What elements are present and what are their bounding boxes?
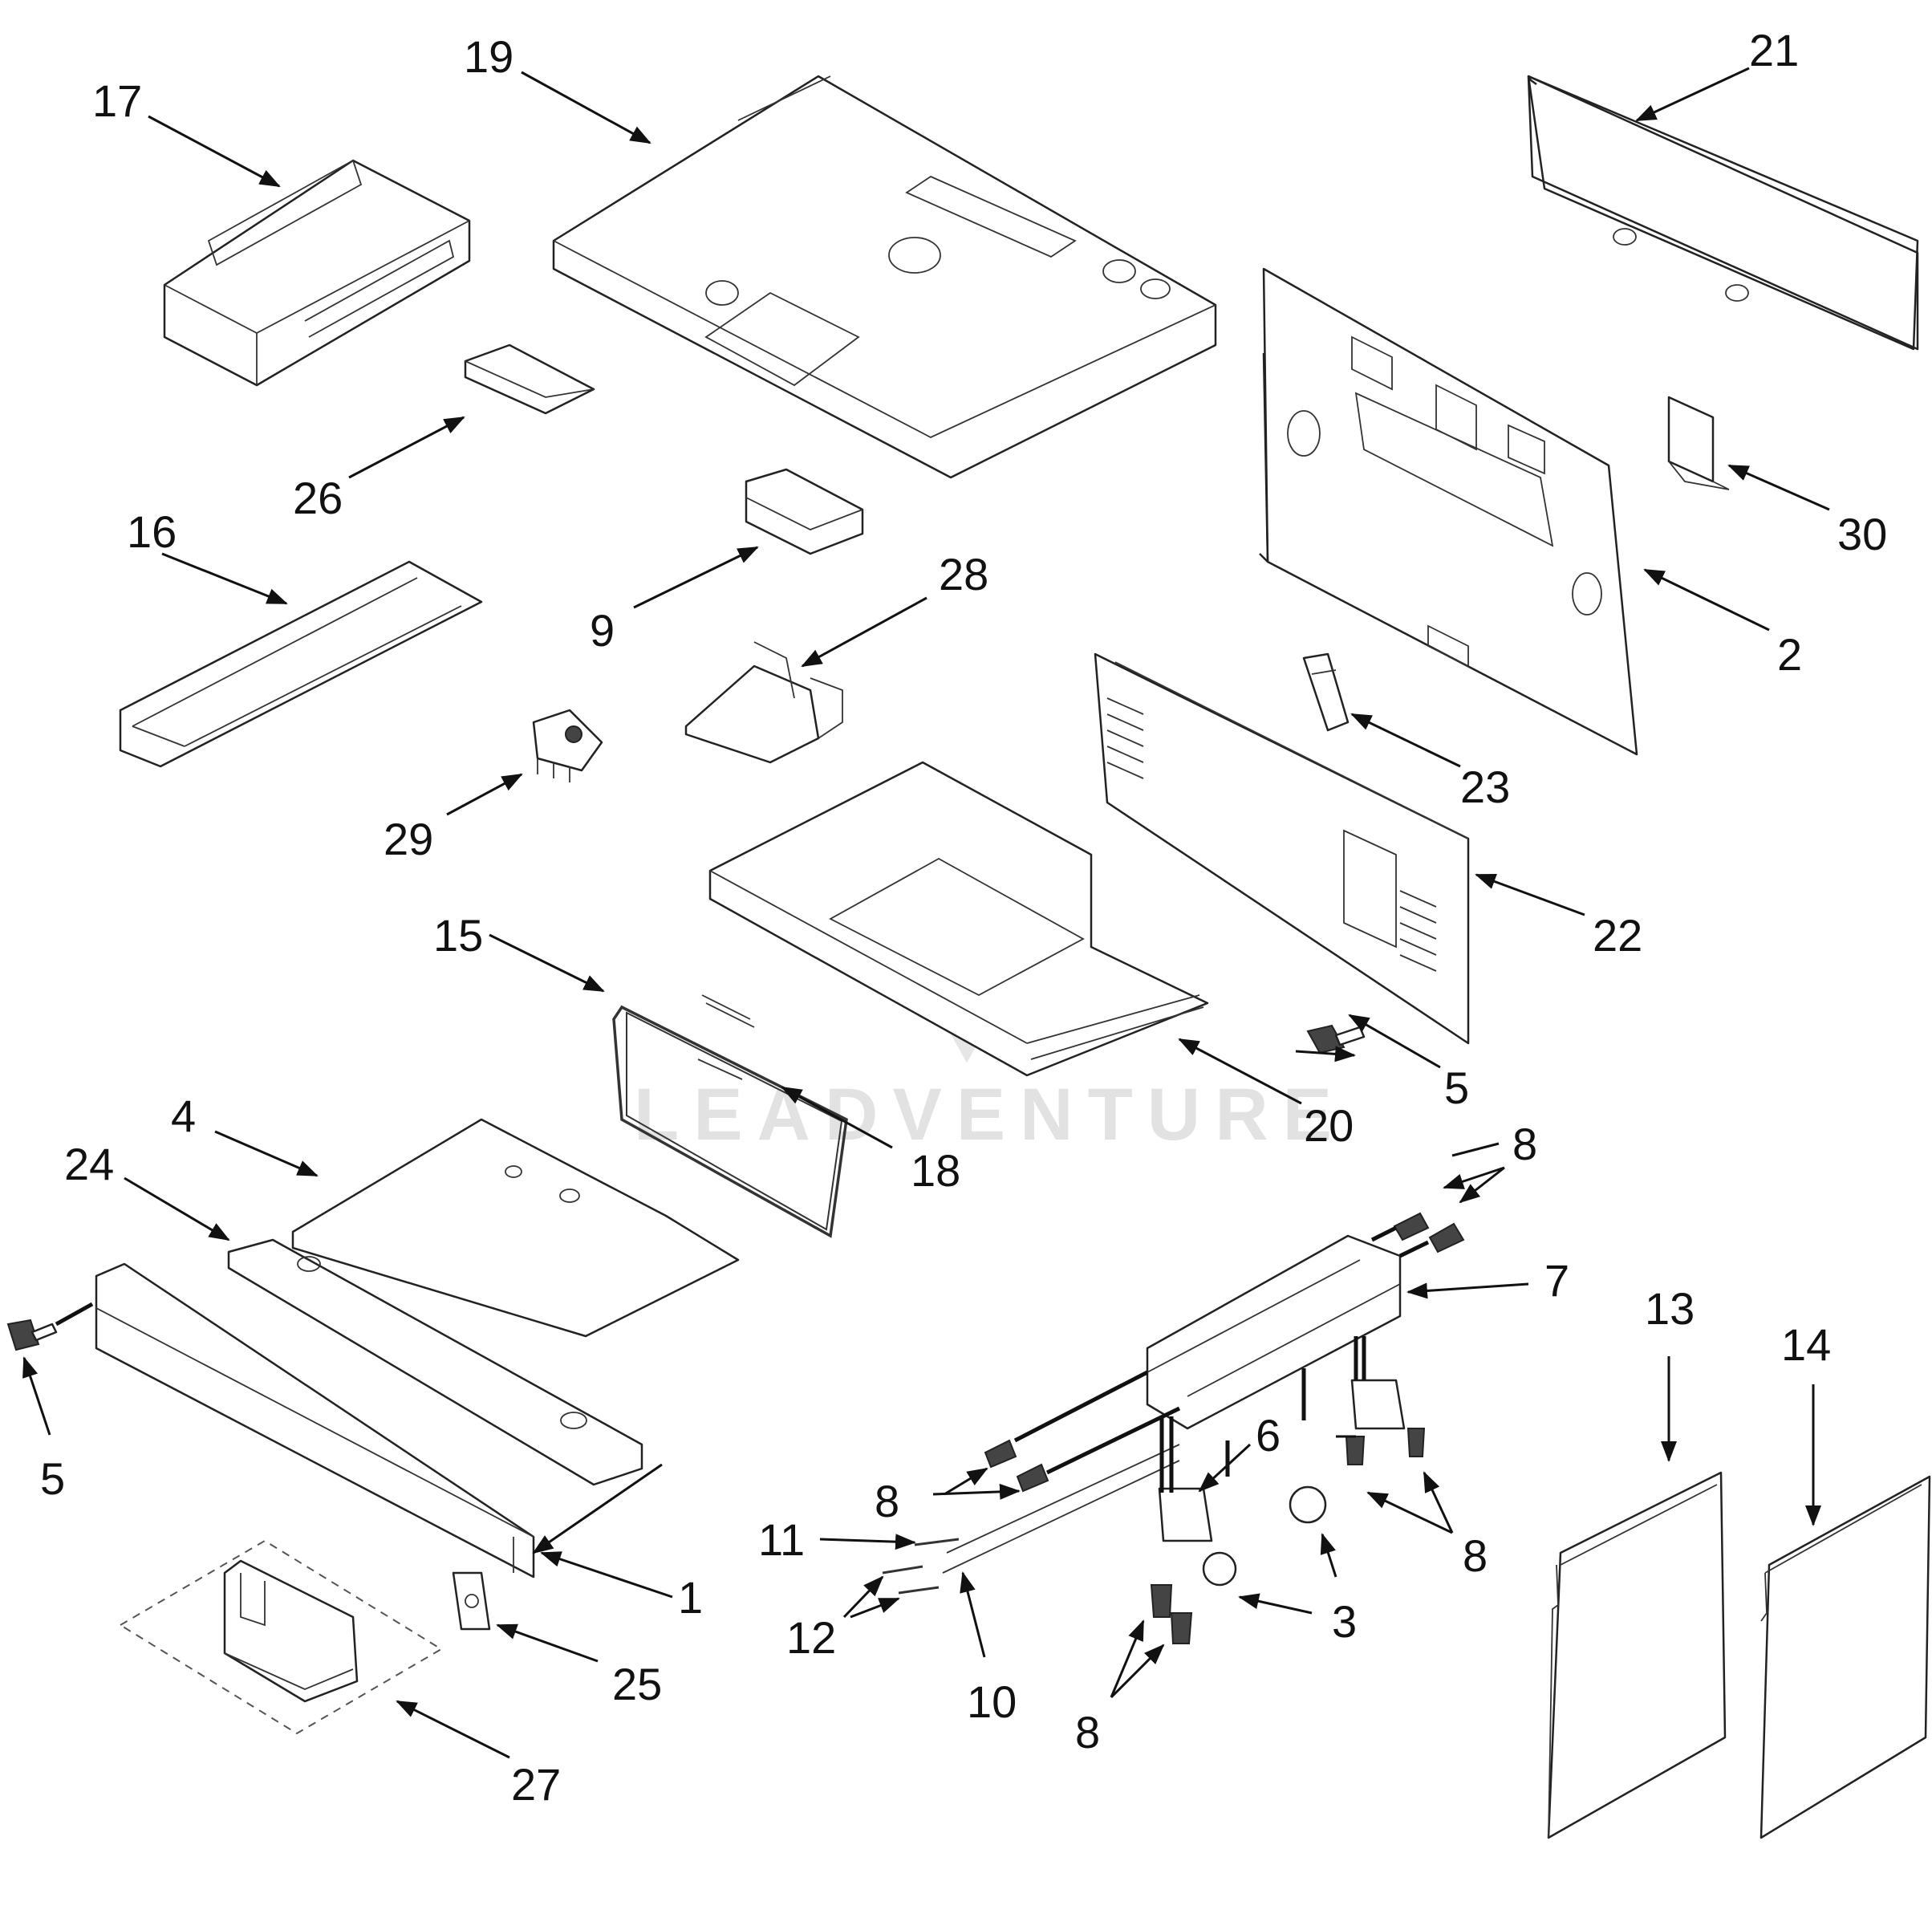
- callout-5-right: 5: [1444, 1063, 1469, 1113]
- leader-arrows: [22, 67, 1830, 1759]
- callout-23: 23: [1460, 762, 1510, 812]
- callout-25: 25: [612, 1659, 662, 1709]
- part-8-screw-mid-a: [984, 1439, 1017, 1469]
- part-8-screw-low-a: [1150, 1584, 1173, 1618]
- part-1-front-rail: [95, 1262, 535, 1579]
- watermark-text: LEADVENTURE: [634, 1074, 1346, 1156]
- part-8-screw-top-a: [1393, 1212, 1430, 1241]
- callout-9: 9: [590, 605, 615, 656]
- part-9-bracket: [745, 468, 864, 555]
- callout-26: 26: [293, 473, 343, 523]
- callout-8-top: 8: [1512, 1119, 1537, 1169]
- part-8-screw-mid-b: [1016, 1463, 1049, 1493]
- callout-16: 16: [127, 506, 177, 557]
- part-18-clip: [697, 994, 755, 1080]
- callout-4: 4: [171, 1091, 196, 1141]
- part-28-bracket: [684, 641, 843, 764]
- part-22-front-panel: [1094, 652, 1470, 1045]
- part-27-box: [119, 1539, 443, 1735]
- callout-2: 2: [1777, 629, 1802, 680]
- part-12-pin: [882, 1565, 940, 1595]
- callout-8-mid: 8: [875, 1476, 899, 1526]
- part-21-back-sheet: [1527, 75, 1919, 351]
- assembly-axis-lines: [55, 1225, 1430, 1493]
- callout-21: 21: [1749, 25, 1799, 75]
- part-11-pin: [914, 1538, 960, 1546]
- part-26-bracket: [464, 343, 595, 415]
- part-23-clip: [1302, 652, 1350, 732]
- part-8-screw-right-a: [1345, 1436, 1366, 1465]
- part-20-drawer: [708, 761, 1209, 1077]
- part-2-rear-panel: [1259, 267, 1638, 756]
- part-5-screw-left: [6, 1319, 58, 1351]
- part-5-screw-right: [1306, 1024, 1366, 1054]
- part-8-screw-right-b: [1406, 1428, 1426, 1457]
- callout-28: 28: [939, 549, 988, 599]
- callout-18: 18: [911, 1145, 960, 1196]
- callout-29: 29: [384, 814, 433, 864]
- callout-14: 14: [1781, 1319, 1831, 1370]
- callout-22: 22: [1593, 910, 1642, 961]
- callout-5-left: 5: [40, 1453, 65, 1504]
- callout-19: 19: [464, 31, 513, 82]
- callout-7: 7: [1544, 1255, 1569, 1306]
- callout-30: 30: [1837, 509, 1887, 559]
- part-14-side-panel: [1760, 1475, 1931, 1839]
- callout-8-bottom: 8: [1075, 1707, 1100, 1757]
- callout-1: 1: [678, 1572, 703, 1623]
- callout-3: 3: [1332, 1596, 1357, 1647]
- callout-15: 15: [433, 910, 483, 961]
- part-3-switch: [1202, 1485, 1327, 1587]
- callout-13: 13: [1645, 1283, 1695, 1334]
- part-16-channel: [119, 560, 483, 768]
- leadventure-watermark: LEADVENTURE: [634, 779, 1346, 1156]
- callout-8-right: 8: [1463, 1530, 1488, 1581]
- part-7-bracket-assembly: [1146, 1234, 1402, 1430]
- part-8-screw-low-b: [1170, 1612, 1193, 1644]
- part-19-top-panel: [552, 75, 1217, 479]
- part-25-bracket: [452, 1571, 491, 1631]
- part-30-plate: [1667, 396, 1730, 490]
- callout-11: 11: [758, 1514, 805, 1565]
- callout-10: 10: [967, 1676, 1017, 1727]
- callout-labels: 17 19 21 30 2 26 16 9 28 23 29 22 15 5 2…: [40, 25, 1887, 1810]
- part-4-flat-panel: [291, 1118, 740, 1338]
- part-13-side-panel: [1547, 1471, 1727, 1839]
- part-8-screw-top-b: [1428, 1222, 1465, 1254]
- part-24-strip: [227, 1238, 643, 1486]
- part-17-tray: [163, 159, 471, 387]
- callout-27: 27: [511, 1759, 561, 1810]
- part-21-back-sheet-body: [1527, 75, 1919, 351]
- part-6-switch-bracket: [1158, 1379, 1406, 1542]
- callout-12: 12: [786, 1612, 836, 1663]
- callout-24: 24: [64, 1139, 114, 1189]
- part-29-valve: [532, 709, 603, 782]
- callout-17: 17: [92, 75, 142, 126]
- callout-6: 6: [1256, 1410, 1281, 1461]
- part-10-wire: [942, 1444, 1180, 1574]
- callout-20: 20: [1304, 1100, 1354, 1151]
